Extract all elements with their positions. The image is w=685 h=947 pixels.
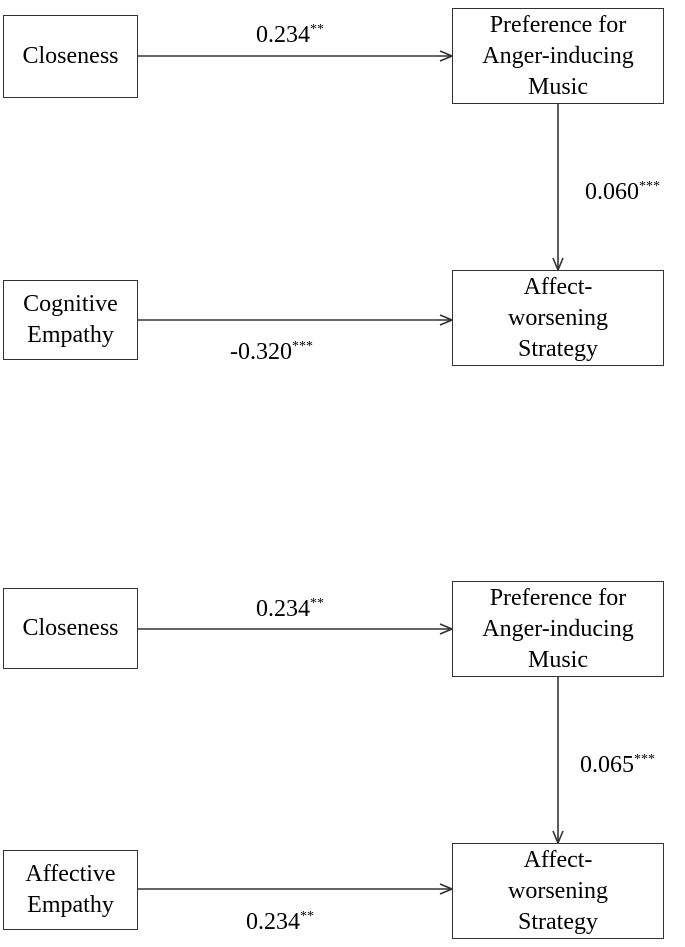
coef-preference-strategy-1: 0.060***	[585, 173, 660, 206]
coef-empathy-strategy-2: 0.234**	[246, 903, 314, 936]
coef-value: 0.234	[256, 22, 310, 48]
strategy-line-1: Affect-	[523, 273, 593, 300]
strategy-line-2: worsening	[508, 877, 608, 904]
preference-box-1: Preference for Anger-inducing Music	[452, 8, 664, 104]
coef-value: 0.234	[246, 909, 300, 935]
coef-value: 0.060	[585, 179, 639, 205]
empathy-line-2: Empathy	[27, 892, 114, 918]
strategy-line-3: Strategy	[518, 908, 598, 935]
coef-stars: ***	[292, 339, 313, 354]
coef-preference-strategy-2: 0.065***	[580, 746, 655, 779]
coef-value: 0.065	[580, 752, 634, 778]
preference-line-3: Music	[528, 73, 588, 100]
strategy-line-2: worsening	[508, 304, 608, 331]
strategy-line-1: Affect-	[523, 846, 593, 873]
coef-value: -0.320	[230, 339, 292, 365]
coef-stars: ***	[634, 752, 655, 767]
strategy-line-3: Strategy	[518, 335, 598, 362]
coef-closeness-preference-2: 0.234**	[256, 590, 324, 623]
cognitive-empathy-box: Cognitive Empathy	[3, 280, 138, 360]
affective-empathy-box: Affective Empathy	[3, 850, 138, 930]
strategy-box-1: Affect- worsening Strategy	[452, 270, 664, 366]
closeness-box-2: Closeness	[3, 588, 138, 669]
empathy-line-2: Empathy	[27, 322, 114, 348]
closeness-box-1: Closeness	[3, 15, 138, 98]
coef-stars: **	[310, 22, 324, 37]
preference-line-1: Preference for	[489, 11, 627, 38]
coef-stars: **	[310, 596, 324, 611]
coef-stars: **	[300, 909, 314, 924]
empathy-line-1: Cognitive	[23, 291, 118, 317]
coef-stars: ***	[639, 179, 660, 194]
coef-empathy-strategy-1: -0.320***	[230, 333, 313, 366]
preference-line-2: Anger-inducing	[482, 615, 634, 642]
preference-line-3: Music	[528, 646, 588, 673]
preference-box-2: Preference for Anger-inducing Music	[452, 581, 664, 677]
empathy-line-1: Affective	[25, 861, 116, 887]
preference-line-1: Preference for	[489, 584, 627, 611]
coef-value: 0.234	[256, 596, 310, 622]
preference-line-2: Anger-inducing	[482, 42, 634, 69]
strategy-box-2: Affect- worsening Strategy	[452, 843, 664, 939]
coef-closeness-preference-1: 0.234**	[256, 16, 324, 49]
closeness-label-1: Closeness	[22, 43, 119, 69]
closeness-label-2: Closeness	[22, 615, 119, 641]
